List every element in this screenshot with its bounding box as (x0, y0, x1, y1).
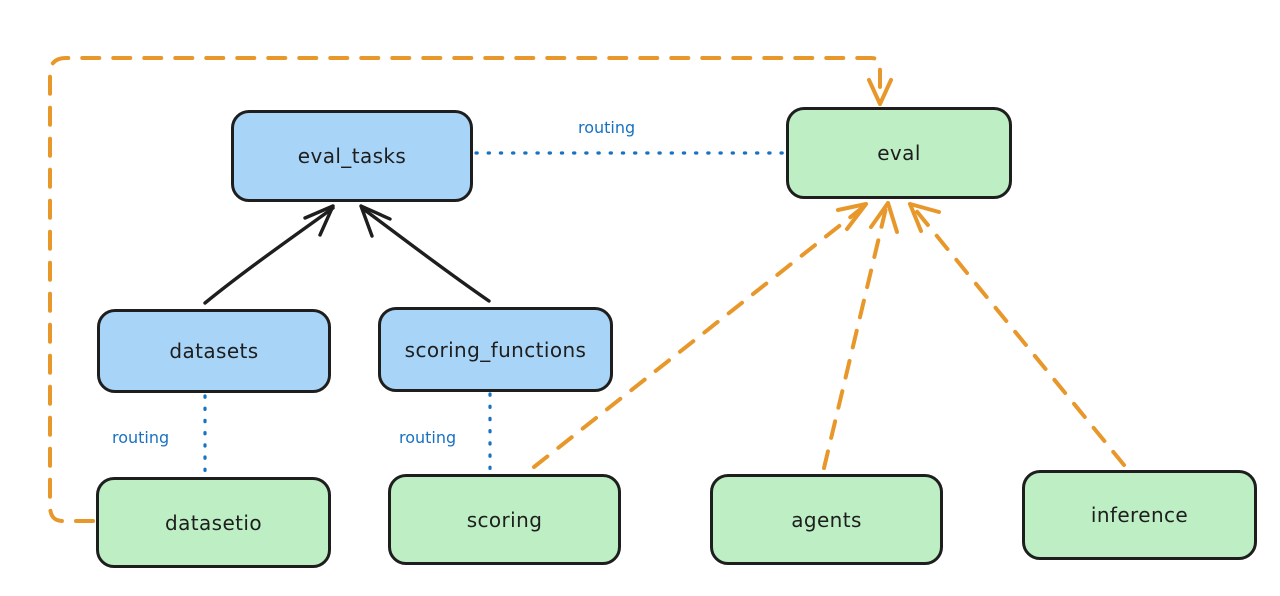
node-scoring-functions[interactable]: scoring_functions (378, 307, 613, 392)
edge-datasetio-to-eval (48, 56, 893, 523)
node-label-scoring-functions: scoring_functions (404, 337, 587, 362)
node-eval-tasks[interactable]: eval_tasks (231, 110, 473, 202)
edge-agents-to-eval (822, 201, 899, 470)
edge-label-routing-eval-tasks-eval: routing (578, 118, 636, 137)
edge-scoring-to-eval (532, 202, 868, 469)
node-eval[interactable]: eval (786, 107, 1012, 199)
edge-datasets-to-eval_tasks (203, 204, 335, 305)
node-label-scoring: scoring (466, 507, 543, 532)
edge-inference-to-eval (908, 202, 1126, 467)
node-label-agents: agents (791, 507, 862, 532)
edge-label-routing-scoring-functions-scoring: routing (399, 428, 457, 447)
node-datasets[interactable]: datasets (97, 309, 331, 393)
edge-label-routing-datasets-datasetio: routing (112, 428, 170, 447)
node-label-eval-tasks: eval_tasks (297, 144, 407, 168)
node-label-eval: eval (877, 141, 921, 165)
node-agents[interactable]: agents (710, 474, 943, 565)
node-scoring[interactable]: scoring (388, 474, 621, 565)
node-datasetio[interactable]: datasetio (96, 477, 331, 568)
edge-scoring_functions-to-eval_tasks (359, 204, 491, 303)
node-label-inference: inference (1090, 503, 1189, 527)
node-label-datasets: datasets (169, 339, 259, 363)
node-inference[interactable]: inference (1022, 470, 1257, 560)
node-label-datasetio: datasetio (164, 510, 262, 535)
